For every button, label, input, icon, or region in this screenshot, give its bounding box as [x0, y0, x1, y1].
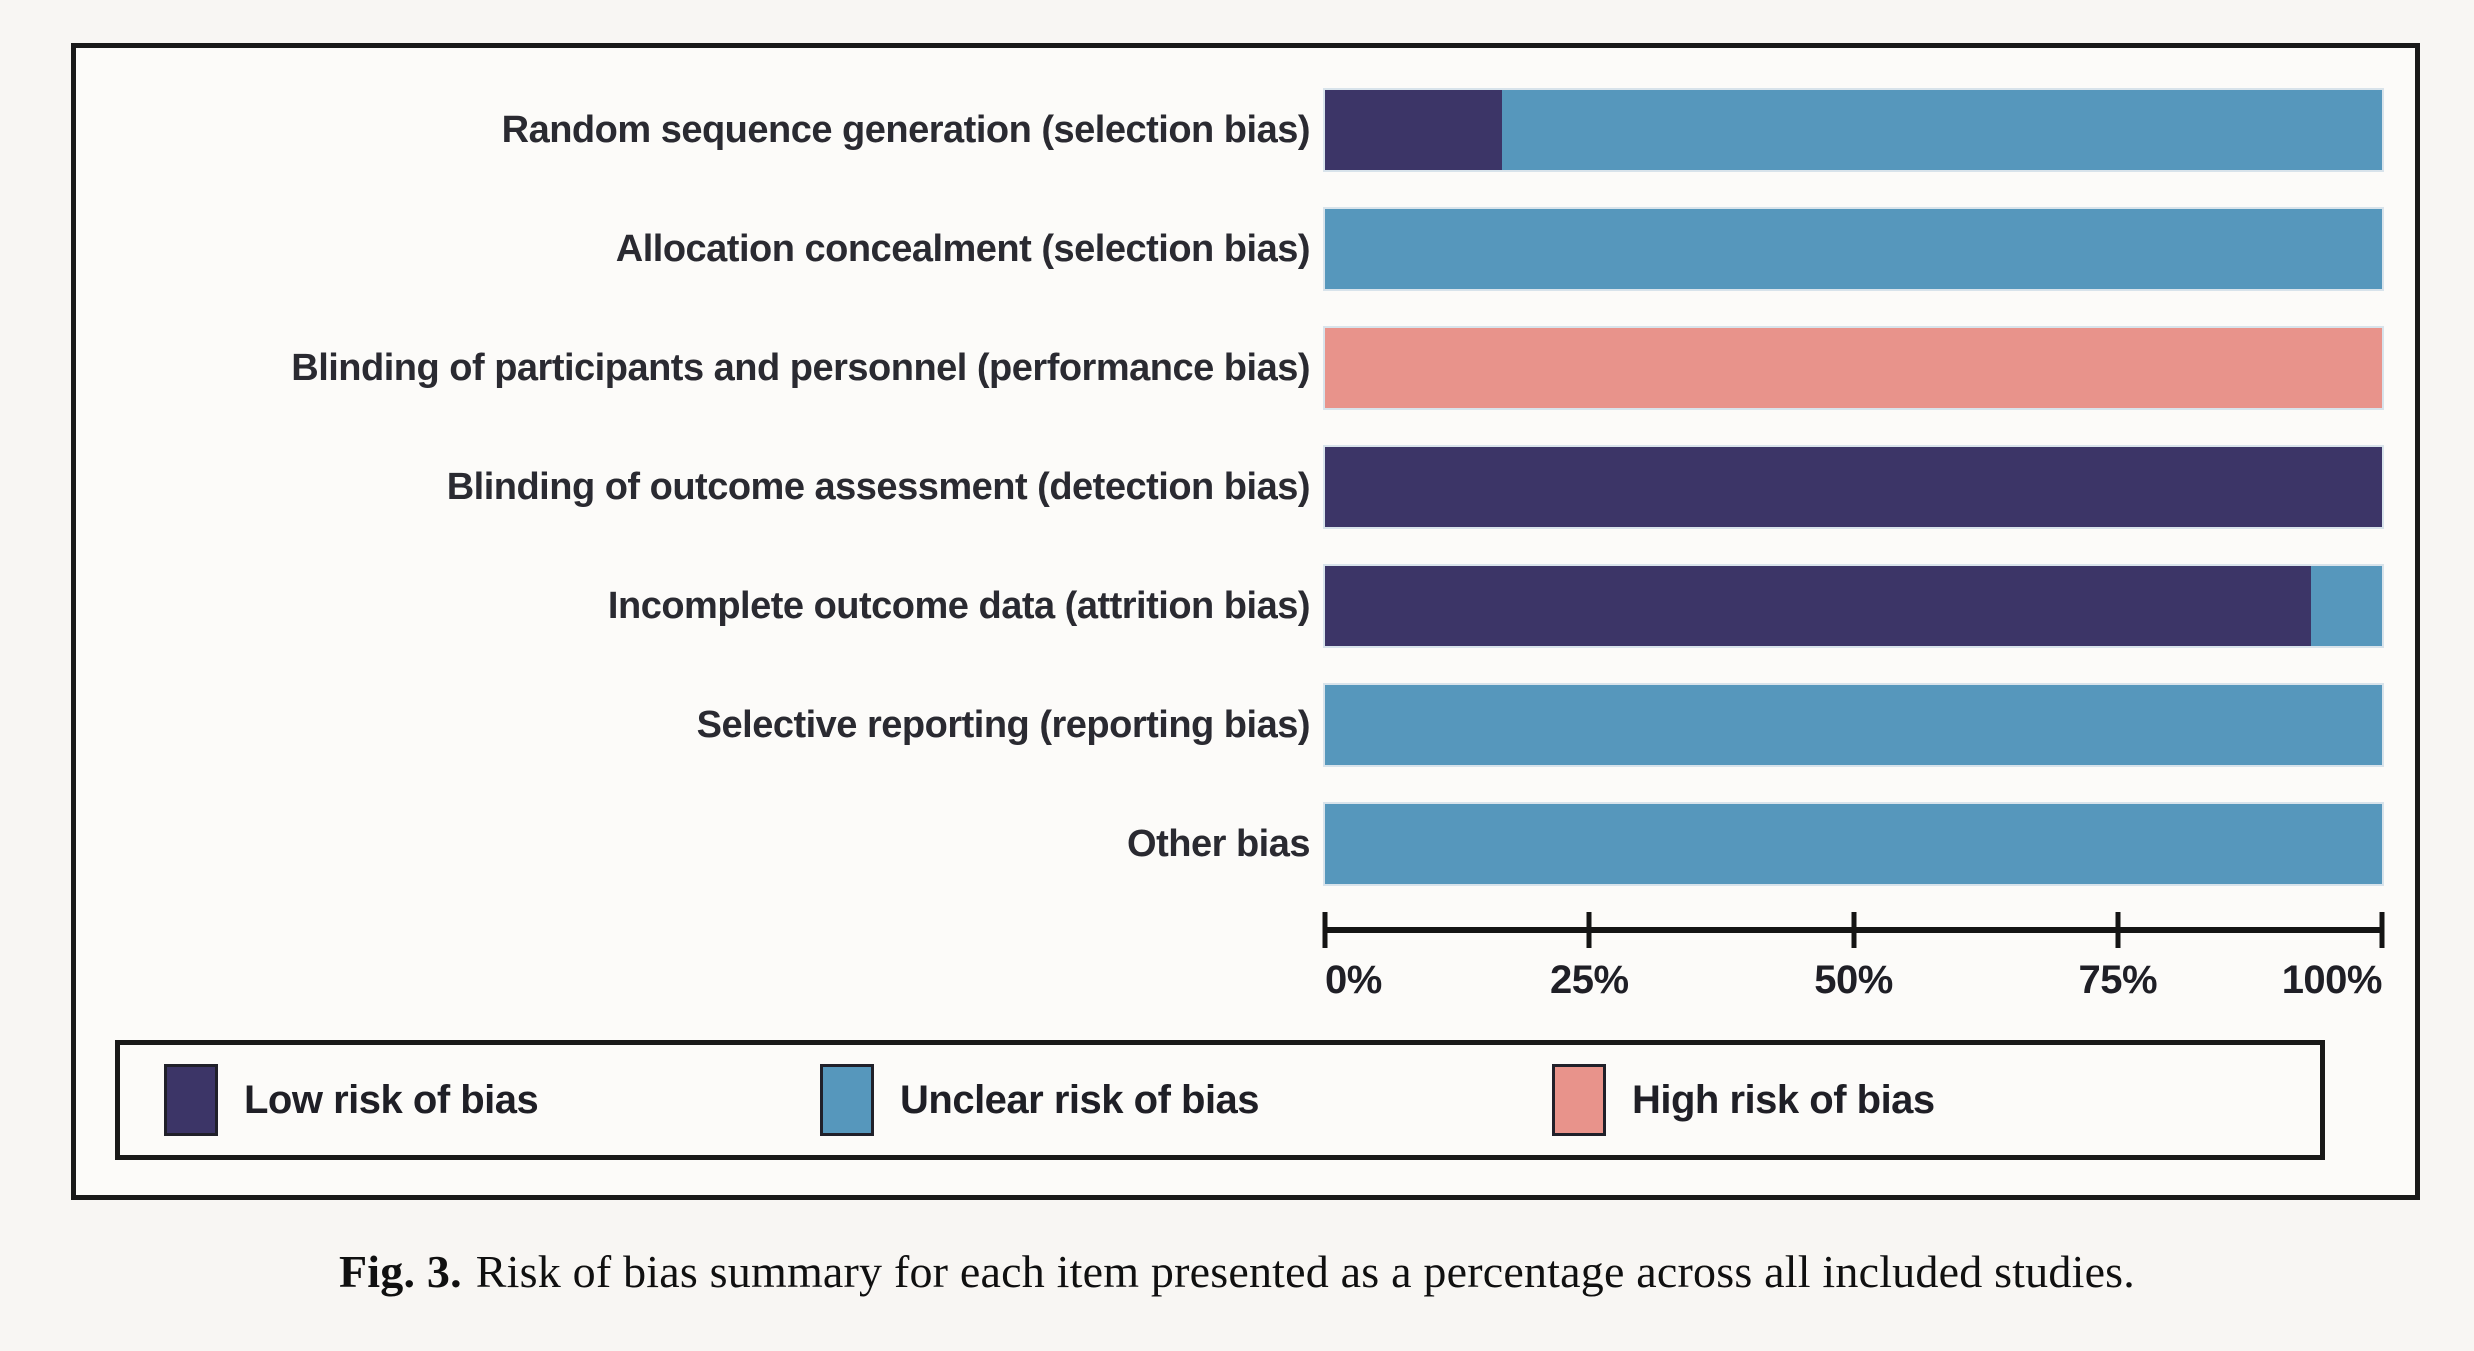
bar-segment-high-risk: [1325, 328, 2382, 408]
bar-row: Random sequence generation (selection bi…: [76, 90, 2415, 209]
stacked-bar: [1325, 566, 2382, 646]
bar-segment-unclear-risk: [1325, 685, 2382, 765]
bar-row: Blinding of participants and personnel (…: [76, 328, 2415, 447]
category-label: Blinding of participants and personnel (…: [291, 346, 1310, 389]
legend-item-low: Low risk of bias: [164, 1045, 539, 1155]
x-axis: 0% 25% 50% 75% 100%: [1322, 912, 2385, 1052]
category-label: Selective reporting (reporting bias): [696, 703, 1311, 746]
figure-caption: Fig. 3. Risk of bias summary for each ite…: [0, 1245, 2474, 1298]
x-axis-tick: [2379, 912, 2385, 948]
unclear-risk-swatch: [820, 1064, 874, 1136]
legend-item-high: High risk of bias: [1552, 1045, 1935, 1155]
legend-label: Low risk of bias: [244, 1077, 539, 1122]
stacked-bar: [1325, 804, 2382, 884]
category-label: Incomplete outcome data (attrition bias): [607, 584, 1311, 627]
high-risk-swatch: [1552, 1064, 1606, 1136]
bar-row: Allocation concealment (selection bias): [76, 209, 2415, 328]
figure-number: Fig. 3.: [339, 1246, 462, 1297]
category-label: Allocation concealment (selection bias): [615, 227, 1311, 270]
stacked-bar: [1325, 90, 2382, 170]
bar-row: Other bias: [76, 804, 2415, 923]
x-axis-tick-label: 0%: [1325, 958, 1382, 1002]
x-axis-tick: [1586, 912, 1592, 948]
category-label: Random sequence generation (selection bi…: [501, 108, 1311, 151]
caption-text: Risk of bias summary for each item prese…: [475, 1246, 2135, 1297]
x-axis-tick: [2115, 912, 2121, 948]
bar-segment-unclear-risk: [2311, 566, 2382, 646]
bar-segment-low-risk: [1325, 90, 1502, 170]
legend-label: High risk of bias: [1632, 1077, 1935, 1122]
risk-of-bias-figure: Random sequence generation (selection bi…: [71, 43, 2420, 1200]
category-label: Other bias: [1127, 822, 1310, 865]
stacked-bar: [1325, 328, 2382, 408]
category-label: Blinding of outcome assessment (detectio…: [446, 465, 1311, 508]
stacked-bar: [1325, 685, 2382, 765]
stacked-bar: [1325, 209, 2382, 289]
x-axis-tick: [1851, 912, 1856, 948]
stacked-bar: [1325, 447, 2382, 527]
legend: Low risk of bias Unclear risk of bias Hi…: [115, 1040, 2325, 1160]
bar-segment-unclear-risk: [1501, 90, 2382, 170]
bar-row: Incomplete outcome data (attrition bias): [76, 566, 2415, 685]
x-axis-tick-label: 100%: [2281, 958, 2383, 1002]
low-risk-swatch: [164, 1064, 218, 1136]
bar-segment-unclear-risk: [1325, 209, 2382, 289]
x-axis-tick-label: 50%: [1814, 958, 1893, 1002]
x-axis-tick-label: 25%: [1549, 958, 1629, 1002]
bar-row: Selective reporting (reporting bias): [76, 685, 2415, 804]
legend-label: Unclear risk of bias: [900, 1077, 1260, 1122]
bar-segment-low-risk: [1325, 566, 2312, 646]
x-axis-tick-label: 75%: [2078, 958, 2158, 1002]
bar-segment-unclear-risk: [1325, 804, 2382, 884]
plot-area: Random sequence generation (selection bi…: [76, 90, 2415, 923]
x-axis-tick: [1322, 912, 1328, 948]
bar-row: Blinding of outcome assessment (detectio…: [76, 447, 2415, 566]
legend-item-unclear: Unclear risk of bias: [820, 1045, 1260, 1155]
bar-segment-low-risk: [1325, 447, 2382, 527]
